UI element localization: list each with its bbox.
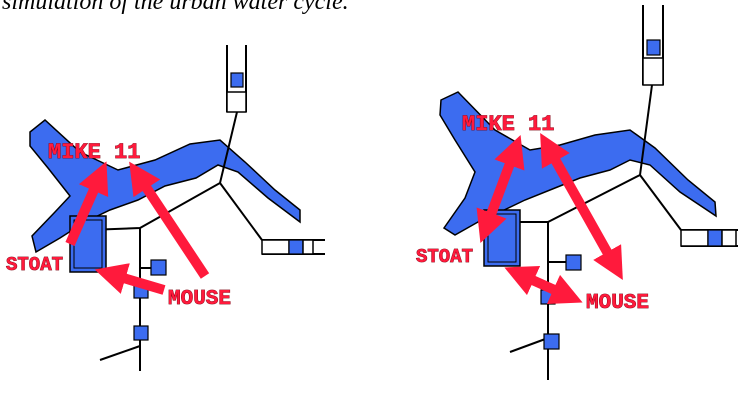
- right-label-stoat: STOAT: [416, 246, 473, 268]
- right-inflow-pipe: [642, 5, 664, 86]
- left-outflow-box: [288, 239, 304, 255]
- right-pipe-box: [646, 39, 661, 56]
- panel-left: MIKE 11 STOAT MOUSE: [6, 45, 325, 371]
- right-label-mike11: MIKE 11: [462, 112, 554, 137]
- left-label-mouse: MOUSE: [168, 288, 231, 311]
- right-arrow-stoat-mouse: [504, 265, 583, 305]
- right-node-box: [565, 254, 582, 271]
- caption-text: simulation of the urban water cycle.: [2, 0, 349, 15]
- left-arrow-stoat-to-mike: [65, 161, 109, 247]
- left-outflow-pipe: [261, 239, 290, 255]
- left-inflow-pipe: [226, 45, 247, 113]
- left-river: [29, 119, 301, 254]
- left-arrow-mouse-to-mike: [129, 161, 210, 279]
- left-label-mike11: MIKE 11: [48, 140, 140, 165]
- left-node-box: [150, 259, 167, 276]
- right-label-mouse: MOUSE: [586, 292, 649, 315]
- right-node-box: [543, 333, 560, 350]
- left-node-box: [133, 325, 149, 341]
- left-arrow-mouse-to-stoat: [94, 263, 166, 295]
- right-arrows: [476, 133, 623, 305]
- right-outflow-box: [707, 229, 723, 247]
- left-arrows: [65, 161, 210, 295]
- left-pipe-box: [230, 72, 244, 88]
- right-arrow-stoat-mike: [476, 135, 525, 243]
- right-outflow-pipe: [680, 229, 709, 247]
- left-label-stoat: STOAT: [6, 254, 63, 276]
- right-arrow-mike-mouse: [540, 133, 623, 280]
- panel-right: MIKE 11 STOAT MOUSE: [416, 5, 738, 380]
